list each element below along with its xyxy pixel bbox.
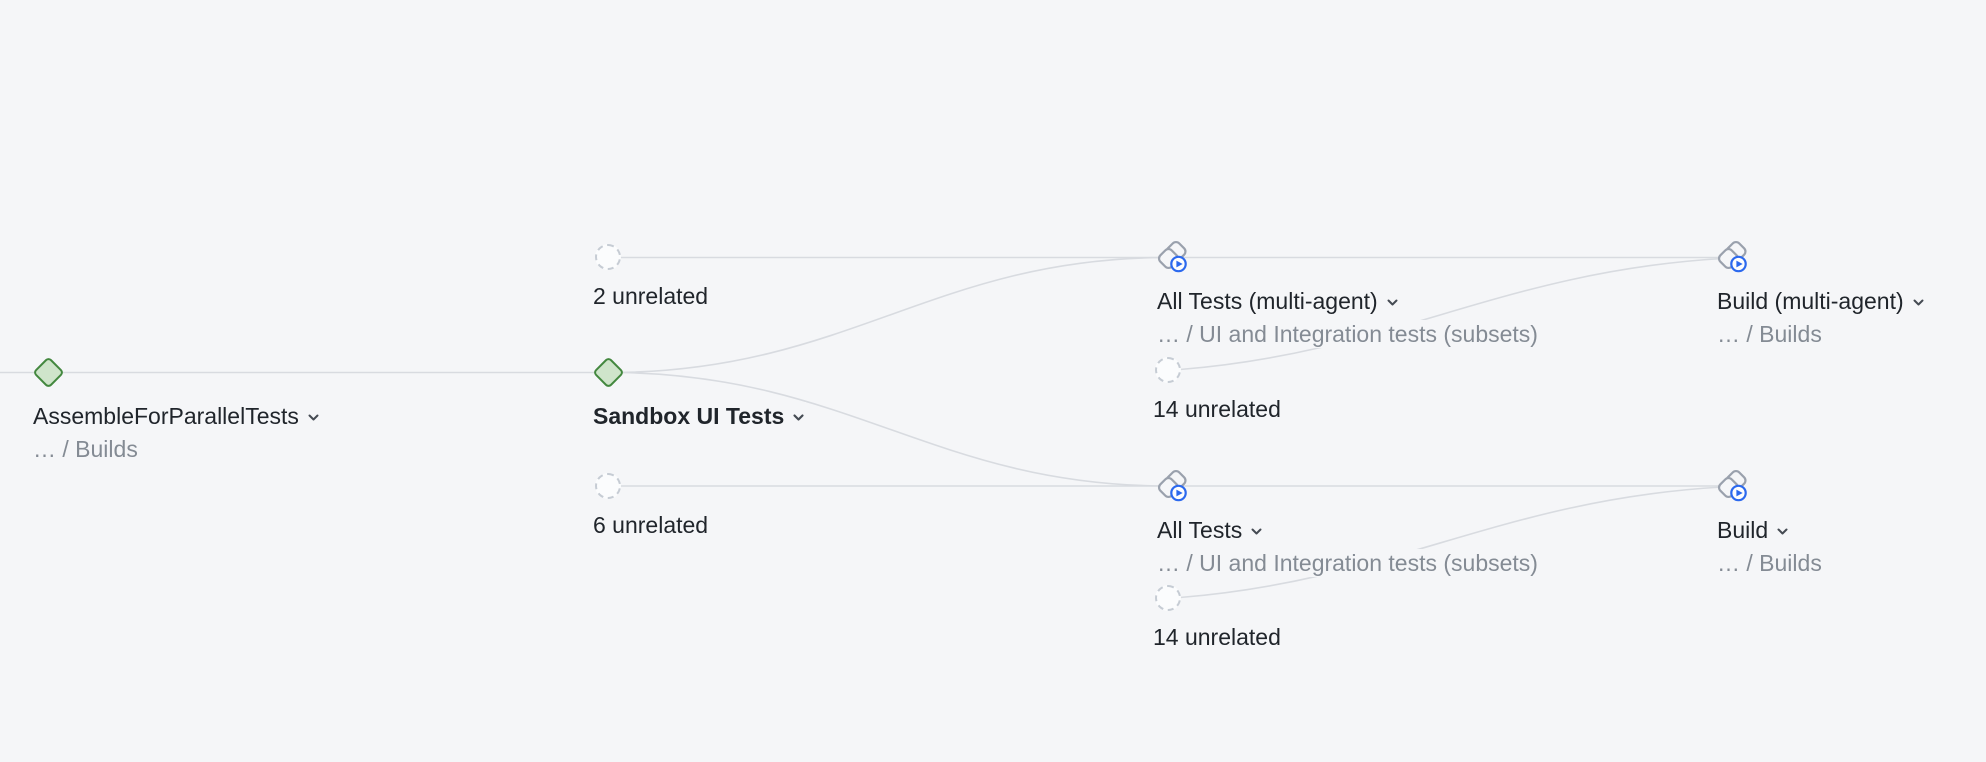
test-action-icon[interactable]	[1154, 468, 1190, 504]
test-action-glyph	[1717, 469, 1747, 502]
node-title-dropdown[interactable]: Build	[1717, 516, 1791, 544]
dashed-circle-shape	[595, 473, 621, 499]
node-build: Build … / Builds	[1717, 468, 1822, 577]
unrelated-count-label[interactable]: 14 unrelated	[1153, 623, 1281, 651]
node-title-dropdown[interactable]: All Tests	[1157, 516, 1265, 544]
dashed-circle-icon[interactable]	[593, 471, 623, 501]
node-title-label: All Tests	[1157, 517, 1243, 543]
node-title-label: Build (multi-agent)	[1717, 288, 1904, 314]
node-title-label: AssembleForParallelTests	[33, 403, 299, 429]
node-all-tests-multi-agent: All Tests (multi-agent) … / UI and Integ…	[1157, 239, 1538, 348]
node-breadcrumb: … / Builds	[1717, 549, 1822, 577]
edge-unrelated14bottom-to-build	[1179, 486, 1723, 599]
test-action-glyph	[1157, 469, 1187, 502]
node-all-tests: All Tests … / UI and Integration tests (…	[1157, 468, 1538, 577]
node-6-unrelated: 6 unrelated	[593, 471, 709, 539]
test-action-glyph	[1157, 240, 1187, 273]
node-title-dropdown[interactable]: All Tests (multi-agent)	[1157, 287, 1400, 315]
node-breadcrumb: … / UI and Integration tests (subsets)	[1157, 549, 1538, 577]
green-diamond-build-icon[interactable]	[591, 355, 625, 389]
dashed-circle-icon[interactable]	[1153, 355, 1183, 385]
dashed-circle-shape	[595, 244, 621, 270]
unrelated-count-label[interactable]: 2 unrelated	[593, 282, 709, 310]
chevron-down-icon	[1913, 299, 1924, 306]
node-breadcrumb: … / UI and Integration tests (subsets)	[1157, 320, 1538, 348]
unrelated-count-label[interactable]: 6 unrelated	[593, 511, 709, 539]
node-sandbox-ui-tests: Sandbox UI Tests	[591, 355, 807, 430]
node-title-dropdown[interactable]: Build (multi-agent)	[1717, 287, 1926, 315]
unrelated-count-label[interactable]: 14 unrelated	[1153, 395, 1281, 423]
node-title-label: All Tests (multi-agent)	[1157, 288, 1378, 314]
diamond-shape	[31, 355, 65, 389]
chevron-down-icon	[1777, 528, 1788, 535]
node-breadcrumb: … / Builds	[1717, 320, 1822, 348]
node-assemble-for-parallel-tests: AssembleForParallelTests … / Builds	[31, 355, 321, 463]
unrelated-count-text: 6 unrelated	[593, 512, 709, 538]
test-action-glyph	[1717, 240, 1747, 273]
node-title-dropdown[interactable]: AssembleForParallelTests	[33, 402, 321, 430]
chevron-down-icon	[1251, 528, 1262, 535]
green-diamond-build-icon[interactable]	[31, 355, 65, 389]
node-14-unrelated-bottom: 14 unrelated	[1153, 583, 1281, 651]
test-action-icon[interactable]	[1714, 239, 1750, 275]
node-build-multi-agent: Build (multi-agent) … / Builds	[1717, 239, 1926, 348]
node-title-label: Build	[1717, 517, 1769, 543]
node-2-unrelated: 2 unrelated	[593, 242, 709, 310]
chevron-down-icon	[1387, 299, 1398, 306]
unrelated-count-text: 14 unrelated	[1153, 624, 1281, 650]
node-breadcrumb: … / Builds	[33, 435, 138, 463]
unrelated-count-text: 2 unrelated	[593, 283, 709, 309]
diamond-shape	[591, 355, 625, 389]
node-title-dropdown[interactable]: Sandbox UI Tests	[593, 402, 807, 430]
edge-unrelated14top-to-buildmulti	[1179, 257, 1723, 371]
node-14-unrelated-top: 14 unrelated	[1153, 355, 1281, 423]
dashed-circle-icon[interactable]	[1153, 583, 1183, 613]
dashed-circle-shape	[1155, 357, 1181, 383]
test-action-icon[interactable]	[1154, 239, 1190, 275]
dashed-circle-icon[interactable]	[593, 242, 623, 272]
chevron-down-icon	[308, 414, 319, 421]
unrelated-count-text: 14 unrelated	[1153, 396, 1281, 422]
dashed-circle-shape	[1155, 585, 1181, 611]
edge-sandbox-up	[619, 256, 1166, 374]
chevron-down-icon	[793, 414, 804, 421]
test-action-icon[interactable]	[1714, 468, 1750, 504]
edge-sandbox-down	[619, 371, 1166, 487]
node-title-label: Sandbox UI Tests	[593, 403, 785, 429]
